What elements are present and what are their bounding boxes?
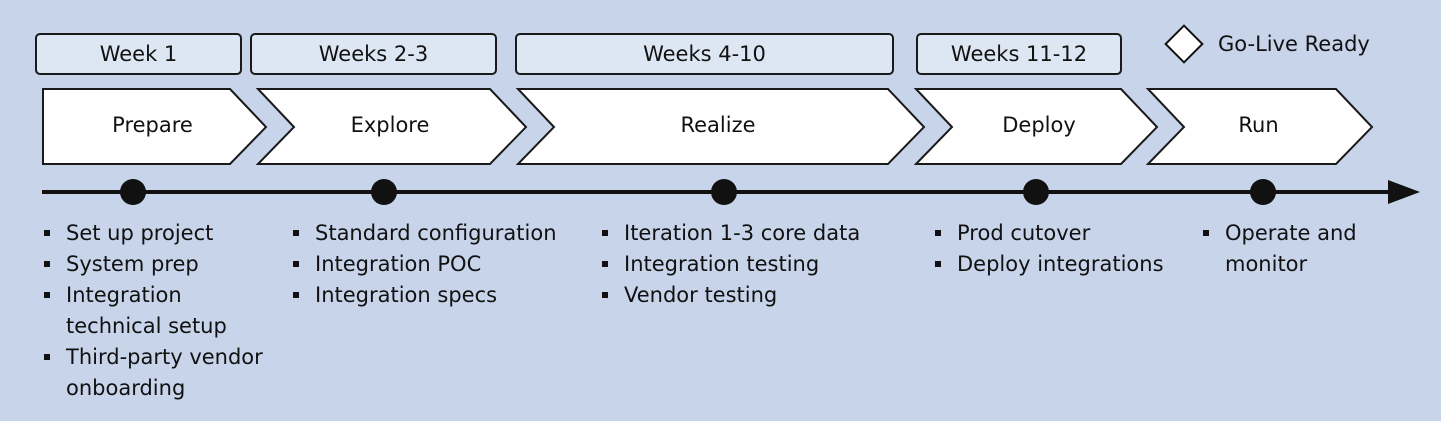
list-item: Set up project (42, 218, 282, 249)
phase-chevron-deploy (913, 88, 1159, 165)
task-list-prepare: Set up project System prep Integration t… (42, 218, 282, 404)
phase-chevron-realize (515, 88, 926, 165)
task-list-run: Operate and monitor (1201, 218, 1376, 280)
task-list-deploy: Prod cutover Deploy integrations (933, 218, 1183, 280)
week-box-prepare: Week 1 (35, 33, 242, 75)
phase-label-explore: Explore (350, 113, 430, 137)
phase-chevron-run (1145, 88, 1374, 165)
week-box-realize: Weeks 4-10 (515, 33, 894, 75)
milestone-dot-prepare (120, 179, 146, 205)
milestone-dot-explore (371, 179, 397, 205)
list-item: Iteration 1-3 core data (600, 218, 920, 249)
milestone-dot-deploy (1023, 179, 1049, 205)
list-item: System prep (42, 249, 282, 280)
week-box-explore: Weeks 2-3 (250, 33, 497, 75)
phase-chevron-explore (255, 88, 528, 165)
list-item: Integration testing (600, 249, 920, 280)
list-item: Deploy integrations (933, 249, 1183, 280)
list-item: Vendor testing (600, 280, 920, 311)
list-item: Integration technical setup (42, 280, 246, 342)
phase-label-prepare: Prepare (112, 113, 193, 137)
phase-label-deploy: Deploy (1002, 113, 1076, 137)
legend-label: Go-Live Ready (1218, 32, 1370, 56)
list-item: Standard configuration (291, 218, 591, 249)
list-item: Prod cutover (933, 218, 1183, 249)
timeline-arrowhead (1388, 180, 1420, 204)
phase-label-realize: Realize (680, 113, 756, 137)
list-item: Operate and monitor (1201, 218, 1376, 280)
list-item: Integration specs (291, 280, 591, 311)
task-list-explore: Standard configuration Integration POC I… (291, 218, 591, 311)
phase-label-run: Run (1238, 113, 1279, 137)
list-item: Integration POC (291, 249, 591, 280)
list-item: Third-party vendor onboarding (42, 342, 281, 404)
milestone-dot-realize (711, 179, 737, 205)
week-box-deploy: Weeks 11-12 (916, 33, 1122, 75)
milestone-dot-run (1250, 179, 1276, 205)
task-list-realize: Iteration 1-3 core data Integration test… (600, 218, 920, 311)
legend: Go-Live Ready (1163, 24, 1370, 64)
phase-chevron-prepare (42, 88, 268, 165)
